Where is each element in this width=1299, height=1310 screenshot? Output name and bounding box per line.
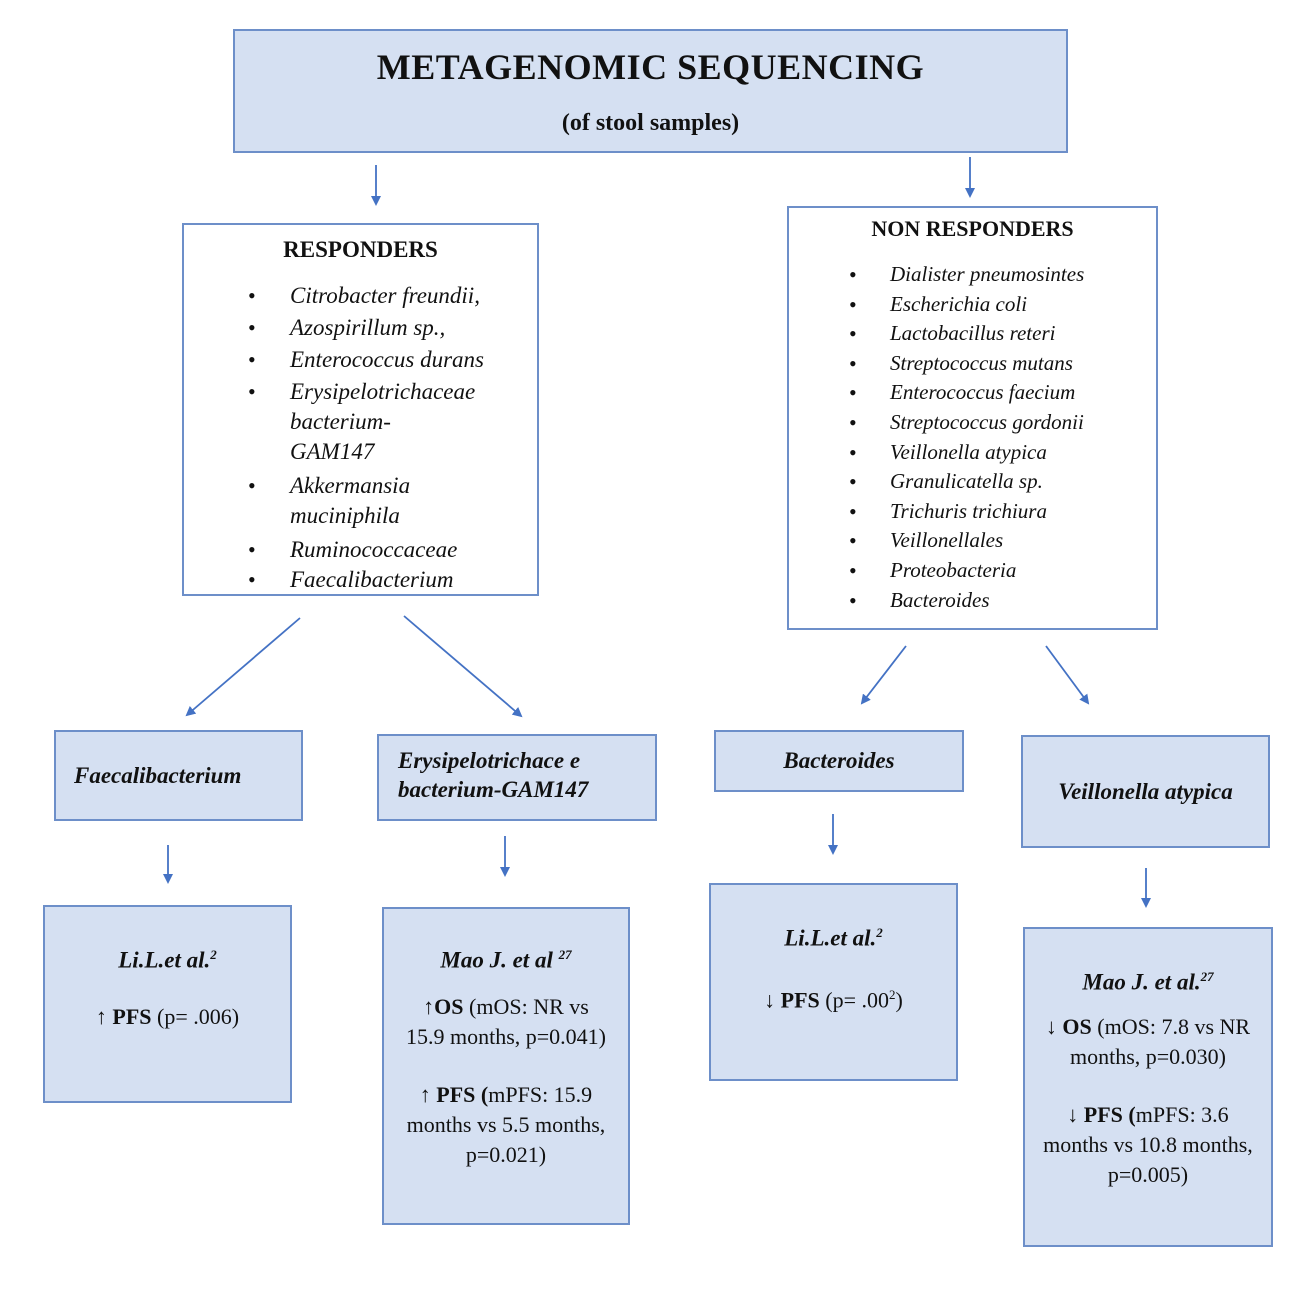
pfs-stat: ↑ PFS (mPFS: 15.9 months vs 5.5 months, … xyxy=(406,1081,606,1167)
title-box: METAGENOMIC SEQUENCING (of stool samples… xyxy=(233,29,1068,153)
genus-label: Faecalibacterium xyxy=(74,762,242,788)
arrow-nonresponders-to-veillonella xyxy=(1045,645,1090,705)
arrow-responders-to-erysipelotrichaceae xyxy=(403,615,523,718)
pfs-stat: ↓ PFS (p= .002) xyxy=(764,986,903,1012)
species-item: Enterococcus durans xyxy=(184,345,537,375)
species-item: Veillonellales xyxy=(789,526,1156,556)
nonresponders-heading: NON RESPONDERS xyxy=(871,216,1074,241)
species-item: Azospirillum sp., xyxy=(184,313,537,343)
species-item: Streptococcus gordonii xyxy=(789,408,1156,438)
reference-label: Mao J. et al.27 xyxy=(1082,969,1214,995)
genus-label-line1: Erysipelotrichace e xyxy=(398,748,581,773)
genus-label-line2: bacterium-GAM147 xyxy=(398,777,589,802)
genus-box-bacteroides: Bacteroides xyxy=(714,730,964,792)
result-box-erysipelotrichaceae: Mao J. et al 27 ↑OS (mOS: NR vs 15.9 mon… xyxy=(382,907,630,1225)
reference-label: Mao J. et al 27 xyxy=(440,947,572,973)
pfs-stat: ↓ PFS (mPFS: 3.6 months vs 10.8 months, … xyxy=(1043,1101,1253,1187)
nonresponders-box: NON RESPONDERS Dialister pneumosintes Es… xyxy=(787,206,1158,630)
pfs-stat: ↑ PFS (p= .006) xyxy=(95,1003,240,1029)
os-stat: ↑OS (mOS: NR vs 15.9 months, p=0.041) xyxy=(405,993,607,1049)
species-item: Veillonella atypica xyxy=(789,438,1156,468)
arrow-nonresponders-to-bacteroides xyxy=(860,645,907,705)
species-item: Bacteroides xyxy=(789,586,1156,616)
result-box-veillonella: Mao J. et al.27 ↓ OS (mOS: 7.8 vs NR mon… xyxy=(1023,927,1273,1247)
arrow-down-icon: ↓ xyxy=(1067,1101,1084,1127)
result-box-faecalibacterium: Li.L.et al.2 ↑ PFS (p= .006) xyxy=(43,905,292,1103)
arrow-down-icon: ↓ xyxy=(1045,1013,1063,1039)
species-item: Trichuris trichiura xyxy=(789,497,1156,527)
os-stat: ↓ OS (mOS: 7.8 vs NR months, p=0.030) xyxy=(1045,1013,1251,1069)
species-item: Akkermansia muciniphila xyxy=(184,471,450,531)
genus-box-faecalibacterium: Faecalibacterium xyxy=(54,730,303,821)
reference-label: Li.L.et al.2 xyxy=(118,947,217,973)
genus-label: Veillonella atypica xyxy=(1058,778,1233,804)
species-item: Streptococcus mutans xyxy=(789,349,1156,379)
result-box-bacteroides: Li.L.et al.2 ↓ PFS (p= .002) xyxy=(709,883,958,1081)
arrow-up-icon: ↑ xyxy=(419,1081,437,1107)
arrow-down-icon: ↓ xyxy=(764,986,781,1012)
species-item: Proteobacteria xyxy=(789,556,1156,586)
species-item: Ruminococcaceae xyxy=(184,535,537,565)
arrow-responders-to-faecalibacterium xyxy=(185,617,301,717)
genus-label: Bacteroides xyxy=(783,748,895,773)
nonresponders-list: Dialister pneumosintes Escherichia coli … xyxy=(789,260,1156,615)
responders-heading: RESPONDERS xyxy=(283,237,438,262)
species-item: Granulicatella sp. xyxy=(789,467,1156,497)
arrow-up-icon: ↑ xyxy=(423,993,435,1019)
responders-box: RESPONDERS Citrobacter freundii, Azospir… xyxy=(182,223,539,596)
arrow-up-icon: ↑ xyxy=(95,1003,107,1029)
responders-list: Citrobacter freundii, Azospirillum sp., … xyxy=(184,281,537,595)
species-item: Citrobacter freundii, xyxy=(184,281,537,311)
genus-box-erysipelotrichaceae: Erysipelotrichace e bacterium-GAM147 xyxy=(377,734,657,821)
diagram-subtitle: (of stool samples) xyxy=(561,109,740,136)
species-item: Lactobacillus reteri xyxy=(789,319,1156,349)
species-item: Faecalibacterium xyxy=(184,565,537,595)
diagram-title: METAGENOMIC SEQUENCING xyxy=(376,46,925,87)
species-item: Erysipelotrichaceae bacterium-GAM147 xyxy=(184,377,475,467)
reference-label: Li.L.et al.2 xyxy=(784,925,883,951)
species-item: Dialister pneumosintes xyxy=(789,260,1156,290)
species-item: Escherichia coli xyxy=(789,290,1156,320)
genus-box-veillonella: Veillonella atypica xyxy=(1021,735,1270,848)
species-item: Enterococcus faecium xyxy=(789,378,1156,408)
